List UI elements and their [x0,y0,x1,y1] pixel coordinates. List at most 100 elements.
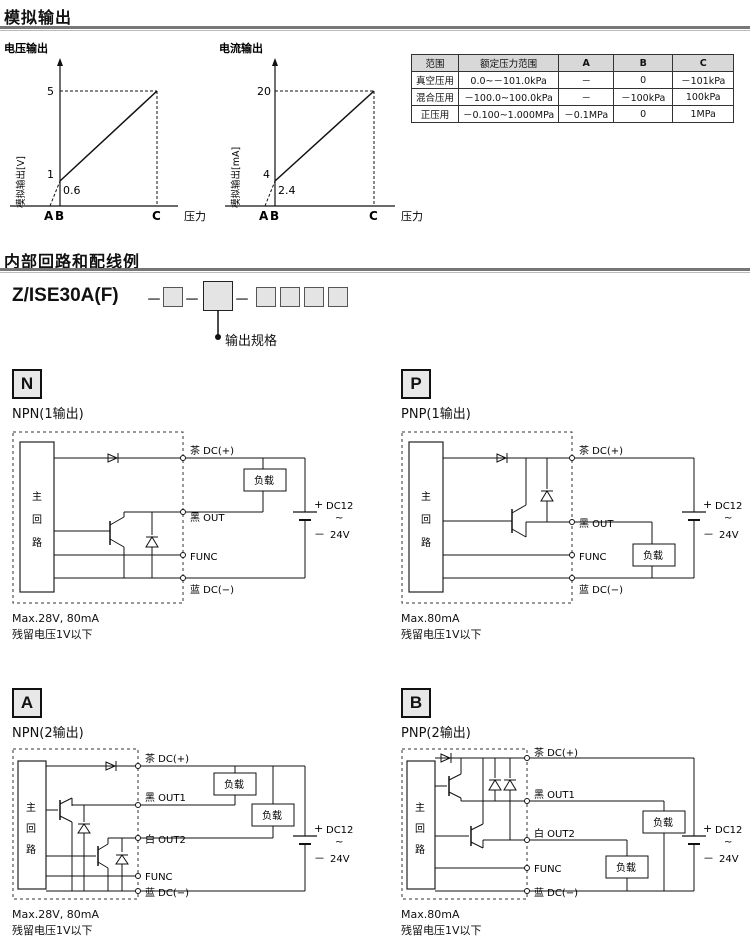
table-cell: －0.1MPa [558,105,615,123]
table-cell: 0.0~－101.0kPa [458,71,560,89]
diode-icon [440,753,452,763]
circuit-label: 24V [330,854,350,865]
circuit-label: 蓝 DC(−) [145,887,189,899]
table-cell: －101kPa [672,71,735,89]
table-cell: 混合压用 [410,88,460,106]
table-row: 正压用 －0.100~1.000MPa －0.1MPa 0 1MPa [410,105,735,123]
circuit-note: Max.28V, 80mA [12,908,99,921]
table-cell: 0 [613,105,674,123]
circuit-label: ~ [335,513,343,524]
x-tick-label: B [270,209,279,223]
model-option-box [256,287,276,307]
circuit-label: + [703,822,712,835]
table-header: 范围 [410,54,460,72]
y-tick-label: 5 [47,85,54,98]
circuit-label: + [314,822,323,835]
circuit-label: FUNC [534,864,562,875]
table-cell: 真空压用 [410,71,460,89]
chart-title: 电流输出 [219,41,263,55]
table-header: A [558,54,615,72]
offset-label: 2.4 [278,184,296,197]
section-title-internal-circuit: 内部回路和配线例 [4,252,141,271]
model-option-box [328,287,348,307]
circuit-label: 蓝 DC(−) [190,584,234,596]
circuit-label: 茶 DC(+) [534,746,578,759]
model-output-box [203,281,233,311]
series-line [59,90,158,182]
x-tick-label: B [55,209,64,223]
circuit-note: Max.80mA [401,612,460,625]
extrapolation-line [264,180,276,207]
circuit-label: 茶 DC(+) [190,444,234,457]
model-dash: － [234,290,251,309]
circuit-label: 回 [32,514,42,526]
table-cell: －100kPa [613,88,674,106]
circuit-label: ~ [724,513,732,524]
circuit-label: + [314,498,323,511]
x-tick-label: A [44,209,54,223]
y-tick-label: 20 [257,85,271,98]
y-axis-label: 模拟输出[mA] [230,147,242,208]
main-circuit-block [19,441,55,593]
circuit-label: DC12 [326,501,353,512]
table-cell: －100.0~100.0kPa [458,88,560,106]
current-output-chart: 电流输出 模拟输出[mA] 20 4 2.4 A B C 压力 [219,41,423,223]
circuit-label: 主 [421,491,431,503]
zener-icon [77,823,91,834]
circuit-label: 负载 [262,809,282,822]
circuit-title: NPN(1输出) [12,407,84,422]
circuit-diagram-pnp-2: 主 回 路 负载 负载 茶 DC(+) 黑 OUT1 白 OUT2 FUN [401,746,742,900]
circuit-diagram-npn-1: 主 回 路 负载 茶 DC(+) 黑 OUT FUNC 蓝 DC(−) + DC… [12,431,353,604]
zener-icon [115,854,129,865]
circuit-title: PNP(1输出) [401,407,471,422]
table-header: B [613,54,674,72]
x-tick-label: A [259,209,269,223]
circuit-label: 蓝 DC(−) [579,584,623,596]
circuit-label: 黑 OUT [190,512,225,524]
output-spec-label: 输出规格 [225,334,278,349]
x-tick-label: C [369,209,378,223]
y-tick-label: 4 [263,168,270,181]
zener-icon [488,779,502,791]
circuit-label: 茶 DC(+) [145,752,189,765]
model-dash: － [146,290,163,309]
zener-icon [503,779,517,791]
circuit-label: + [703,498,712,511]
voltage-output-chart: 电压输出 模拟输出[V] 5 1 0.6 A B C 压力 [4,41,206,223]
circuit-note: Max.28V, 80mA [12,612,99,625]
section-divider [0,268,750,271]
circuit-label: 白 OUT2 [534,827,575,840]
zener-icon [145,536,159,548]
circuit-label: FUNC [579,552,607,563]
model-option-box [304,287,324,307]
circuit-label: ~ [335,837,343,848]
y-tick-label: 1 [47,168,54,181]
circuit-label: ~ [724,837,732,848]
circuit-letter-b: B [401,688,431,718]
circuit-diagram-pnp-1: 主 回 路 负载 茶 DC(+) 黑 OUT FUNC 蓝 DC(−) + DC… [401,431,742,604]
circuit-label: － [314,528,325,541]
chart-title: 电压输出 [4,41,48,55]
circuit-label: 茶 DC(+) [579,444,623,457]
circuit-label: 24V [330,530,350,541]
circuit-label: 路 [26,843,36,856]
diode-icon [496,453,508,463]
section-divider-thin [0,30,750,31]
pressure-range-table: 范围 额定压力范围 A B C 真空压用 0.0~－101.0kPa － 0 －… [410,54,735,123]
table-cell: 正压用 [410,105,460,123]
circuit-letter-n: N [12,369,42,399]
x-tick-label: C [152,209,161,223]
circuit-letter-p: P [401,369,431,399]
table-header: 额定压力范围 [458,54,560,72]
load-box [243,468,287,492]
load-box [632,543,676,567]
model-dash: － [184,290,201,309]
zener-icon [540,490,554,502]
circuit-note: 残留电压1V以下 [401,924,482,937]
circuit-label: 24V [719,530,739,541]
circuit-label: 路 [421,536,431,549]
circuit-label: － [703,852,714,865]
diode-icon [107,453,119,463]
table-header-row: 范围 额定压力范围 A B C [410,54,735,72]
model-code: Z/ISE30A(F) [12,285,119,306]
